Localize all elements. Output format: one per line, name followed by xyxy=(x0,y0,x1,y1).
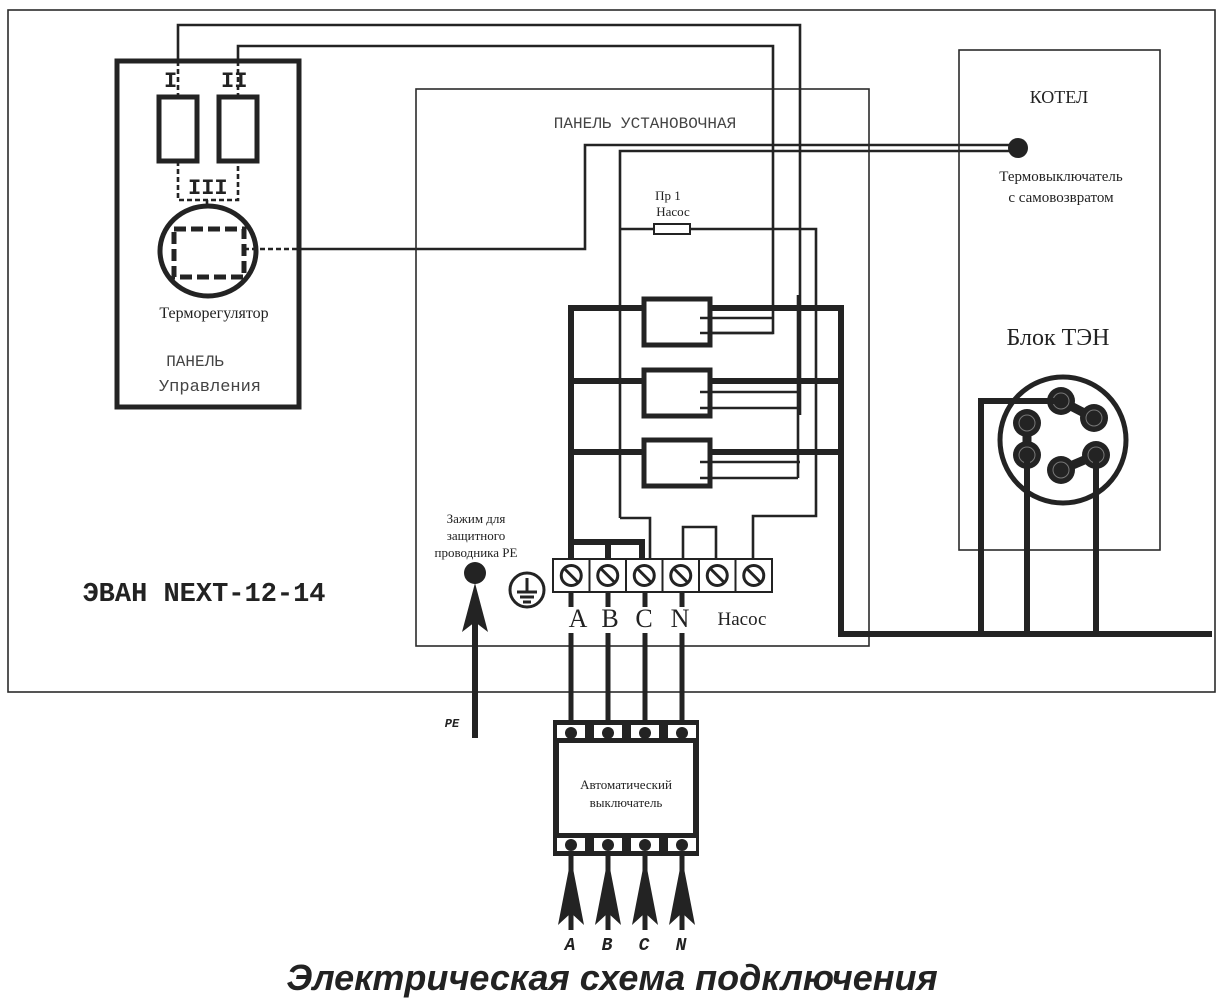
supply-arrow-icon xyxy=(595,858,621,925)
stage-label-2: II xyxy=(221,69,247,94)
screw-icon xyxy=(596,564,620,587)
pe-clamp-label-line3: проводника PE xyxy=(435,545,518,560)
breaker-terminals xyxy=(557,725,696,851)
terminal-block xyxy=(552,558,773,593)
ground-icon xyxy=(508,571,546,609)
terminal-label-n: N xyxy=(671,604,690,633)
heater-stud-icon xyxy=(1080,404,1108,432)
heater-feed-1 xyxy=(978,398,1061,634)
breaker-screw-top xyxy=(639,727,651,739)
supply-label-b: B xyxy=(602,936,613,956)
boiler: КОТЕЛ Термовыключатель с самовозвратом Б… xyxy=(958,49,1161,634)
screw-icon xyxy=(742,564,766,587)
pump-terminal-label: Насос xyxy=(718,609,767,630)
screw-icon xyxy=(632,564,656,587)
sensor-to-terminal xyxy=(620,516,652,564)
boiler-label: КОТЕЛ xyxy=(1030,87,1089,107)
heater-stud-icon xyxy=(1013,409,1041,437)
breaker-screw-top xyxy=(676,727,688,739)
model-label: ЭВАН NEXT-12-14 xyxy=(82,580,325,610)
supply-arrow-icon xyxy=(632,858,658,925)
neutral-to-pump xyxy=(681,525,718,564)
stage-relay-1 xyxy=(156,94,200,164)
control-panel: I II III Терморегулятор ПАНЕЛЬ Управлени… xyxy=(114,58,302,410)
control-panel-frame xyxy=(114,58,302,410)
breaker-face xyxy=(559,743,693,833)
pe-input-label: PE xyxy=(445,717,460,731)
thermoswitch-label-line1: Термовыключатель xyxy=(999,169,1123,185)
breaker-label-line2: выключатель xyxy=(590,795,663,810)
supply-label-n: N xyxy=(676,936,687,956)
bus-left xyxy=(568,305,642,564)
pump-fuse xyxy=(653,223,691,235)
supply-lines xyxy=(558,592,695,930)
supply-label-a: A xyxy=(564,936,576,956)
device-enclosure xyxy=(7,9,1216,693)
mounting-panel-label: ПАНЕЛЬ УСТАНОВОЧНАЯ xyxy=(554,115,736,133)
contactor-1 xyxy=(641,296,713,348)
breaker-screw-bottom xyxy=(639,839,651,851)
pe-clamp-label-line2: защитного xyxy=(447,528,506,543)
breaker-screw-top xyxy=(565,727,577,739)
bus-right xyxy=(712,305,1212,637)
breaker-screw-bottom xyxy=(565,839,577,851)
heater-block-label: Блок ТЭН xyxy=(1007,325,1110,351)
breaker-screw-bottom xyxy=(676,839,688,851)
circuit-breaker: Автоматический выключатель xyxy=(553,720,699,856)
boiler-frame xyxy=(958,49,1161,551)
supply-label-c: C xyxy=(639,936,650,956)
thermoswitch-label-line2: с самовозвратом xyxy=(1008,190,1114,206)
wire-stage1 xyxy=(176,23,802,415)
screw-icon xyxy=(559,564,583,587)
supply-arrow-icon xyxy=(669,858,695,925)
thermoregulator-sensor xyxy=(171,226,247,280)
screw-icon xyxy=(705,564,729,587)
terminal-label-c: C xyxy=(635,604,652,633)
terminal-bridge xyxy=(571,539,645,564)
contactor-2 xyxy=(641,367,713,419)
wire-sensor-a xyxy=(299,143,1018,251)
control-panel-label-line1: ПАНЕЛЬ xyxy=(166,353,224,371)
diagram-title: Электрическая схема подключения xyxy=(286,957,937,998)
breaker-screw-bottom xyxy=(602,839,614,851)
fuse-wire-right xyxy=(690,227,818,564)
pe-clamp-label-line1: Зажим для xyxy=(447,511,506,526)
stage-relay-2 xyxy=(216,94,260,164)
thermoregulator-label: Терморегулятор xyxy=(159,305,268,322)
pe-clamp-dot xyxy=(464,562,486,584)
heater-stud-icon xyxy=(1047,456,1075,484)
fuse-label-line1: Пр 1 xyxy=(655,188,681,203)
supply-arrow-icon xyxy=(558,858,584,925)
wire-sensor-b xyxy=(618,149,1018,518)
screw-icon xyxy=(669,564,693,587)
terminal-label-b: B xyxy=(601,604,618,633)
thermoswitch-dot xyxy=(1008,138,1028,158)
terminal-label-a: A xyxy=(569,604,588,633)
fuse-label-line2: Насос xyxy=(656,204,690,219)
breaker-label-line1: Автоматический xyxy=(580,777,672,792)
pe-arrow-icon xyxy=(462,583,488,632)
stage-label-1: I xyxy=(164,69,177,94)
stage-label-3: III xyxy=(188,176,228,201)
control-panel-label-line2: Управления xyxy=(159,378,261,397)
breaker-screw-top xyxy=(602,727,614,739)
